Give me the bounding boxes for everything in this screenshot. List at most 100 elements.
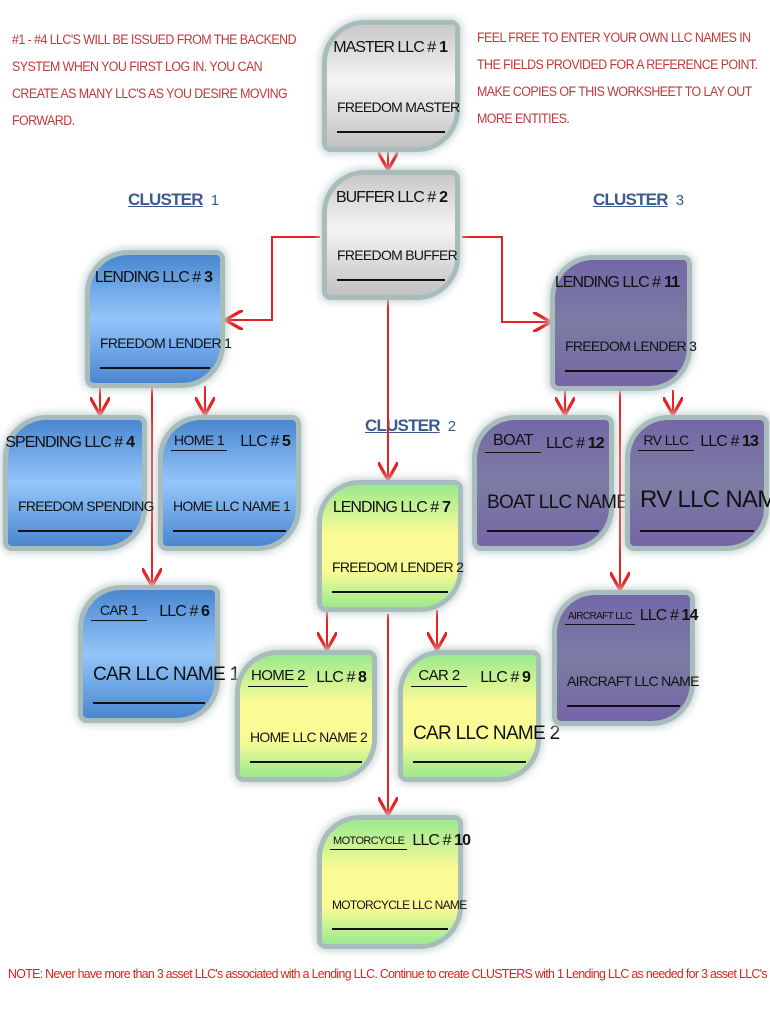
footer-note: NOTE: Never have more than 3 asset LLC's…: [8, 966, 768, 981]
llc-header: SPENDING LLC #4: [5, 434, 135, 452]
asset-type-field[interactable]: CAR 2: [411, 667, 467, 687]
llc-number: 7: [442, 499, 451, 516]
asset-type-field[interactable]: BOAT: [485, 432, 541, 453]
name-underline: [332, 928, 448, 930]
llc-name-field[interactable]: FREEDOM LENDER 2: [332, 559, 464, 575]
llc-box-boat-12: BOAT LLC # 12 BOAT LLC NAME: [477, 420, 629, 546]
cluster-3-label: CLUSTER 3: [593, 190, 684, 210]
llc-header: LENDING LLC #3: [94, 269, 213, 287]
llc-header: LLC # 14: [639, 607, 699, 625]
llc-header: LLC # 6: [159, 603, 210, 621]
note-left: #1 - #4 LLC'S WILL BE ISSUED FROM THE BA…: [12, 32, 297, 128]
llc-header: BUFFER LLC #2: [335, 189, 448, 207]
llc-header-row: AIRCRAFT LLC LLC # 14: [565, 607, 698, 625]
llc-number: 4: [126, 434, 135, 451]
llc-header: LLC # 13: [700, 433, 759, 451]
llc-header: MASTER LLC #1: [333, 39, 448, 57]
llc-header: LLC # 10: [412, 832, 471, 850]
llc-number: 3: [204, 269, 213, 286]
llc-header: LLC # 12: [546, 435, 605, 453]
arrow-buffer-to-lending-11: [462, 236, 549, 322]
llc-header-row: RV LLC LLC # 13: [638, 432, 759, 451]
cluster-word: CLUSTER: [593, 190, 668, 209]
llc-box-spending-4: SPENDING LLC #4 FREEDOM SPENDING: [5, 420, 155, 546]
llc-number: 14: [681, 607, 699, 624]
cluster-number: 2: [447, 418, 456, 435]
llc-header: LENDING LLC #7: [333, 499, 451, 517]
llc-name-field[interactable]: CAR LLC NAME 1: [93, 664, 240, 685]
asset-type-field[interactable]: HOME 2: [248, 667, 308, 687]
llc-header-label: LLC #: [412, 832, 451, 849]
llc-number: 13: [742, 433, 759, 450]
llc-header-label: LENDING LLC #: [554, 274, 661, 291]
llc-header-label: LLC #: [159, 603, 198, 620]
asset-type-field[interactable]: RV LLC: [638, 432, 694, 451]
llc-name-field[interactable]: HOME LLC NAME 1: [173, 498, 291, 514]
llc-name-field[interactable]: CAR LLC NAME 2: [413, 723, 560, 744]
asset-type-field[interactable]: HOME 1: [171, 432, 228, 451]
llc-header-row: BOAT LLC # 12: [485, 432, 605, 453]
asset-type-field[interactable]: CAR 1: [91, 602, 147, 621]
llc-header-label: LENDING LLC #: [94, 269, 201, 286]
llc-header: LLC # 9: [480, 669, 531, 687]
llc-name-field[interactable]: FREEDOM LENDER 3: [565, 338, 697, 354]
llc-header-row: CAR 2 LLC # 9: [411, 667, 531, 687]
llc-header-label: BUFFER LLC #: [335, 189, 436, 206]
llc-header-row: HOME 2 LLC # 8: [248, 667, 367, 687]
arrow-buffer-to-lending-3: [227, 236, 320, 320]
llc-name-field[interactable]: FREEDOM MASTER: [337, 99, 460, 115]
name-underline: [337, 279, 445, 281]
llc-box-rv-13: RV LLC LLC # 13 RV LLC NAME: [630, 420, 770, 546]
llc-header: LLC # 5: [240, 433, 291, 451]
llc-number: 8: [358, 669, 367, 686]
name-underline: [332, 591, 448, 593]
llc-number: 9: [522, 669, 531, 686]
llc-name-field[interactable]: FREEDOM LENDER 1: [100, 335, 232, 351]
llc-name-field[interactable]: HOME LLC NAME 2: [250, 729, 368, 745]
asset-type-field[interactable]: MOTORCYCLE: [330, 835, 408, 850]
llc-box-lending-7: LENDING LLC #7 FREEDOM LENDER 2: [322, 485, 464, 607]
llc-box-motorcycle-10: MOTORCYCLE LLC # 10 MOTORCYCLE LLC NAME: [322, 820, 471, 944]
llc-header-row: MOTORCYCLE LLC # 10: [330, 832, 471, 850]
llc-name-field[interactable]: FREEDOM BUFFER: [337, 247, 458, 263]
llc-header-label: LLC #: [700, 433, 739, 450]
cluster-number: 3: [675, 192, 684, 209]
llc-name-field[interactable]: AIRCRAFT LLC NAME: [567, 673, 699, 689]
llc-header-label: LLC #: [480, 669, 519, 686]
llc-name-field[interactable]: FREEDOM SPENDING: [18, 498, 155, 514]
llc-header-label: LLC #: [316, 669, 355, 686]
name-underline: [93, 702, 205, 704]
llc-header-row: HOME 1 LLC # 5: [171, 432, 291, 451]
llc-name-field[interactable]: BOAT LLC NAME: [487, 492, 629, 513]
llc-number: 6: [201, 603, 210, 620]
llc-name-field[interactable]: RV LLC NAME: [640, 486, 770, 513]
name-underline: [18, 530, 132, 532]
name-underline: [640, 530, 754, 532]
asset-type-field[interactable]: AIRCRAFT LLC: [565, 611, 635, 625]
llc-header-label: LLC #: [546, 435, 585, 452]
llc-name-field[interactable]: MOTORCYCLE LLC NAME: [332, 898, 467, 912]
llc-header-label: MASTER LLC #: [333, 39, 436, 56]
llc-number: 11: [664, 274, 680, 291]
llc-header: LENDING LLC #11: [554, 274, 680, 292]
cluster-number: 1: [210, 192, 219, 209]
llc-number: 1: [439, 39, 448, 56]
llc-number: 2: [439, 189, 448, 206]
name-underline: [100, 367, 210, 369]
name-underline: [413, 761, 526, 763]
llc-header-row: CAR 1 LLC # 6: [91, 602, 210, 621]
llc-header-label: LLC #: [240, 433, 279, 450]
name-underline: [565, 370, 677, 372]
llc-header-label: LLC #: [639, 607, 679, 624]
llc-number: 5: [282, 433, 291, 450]
